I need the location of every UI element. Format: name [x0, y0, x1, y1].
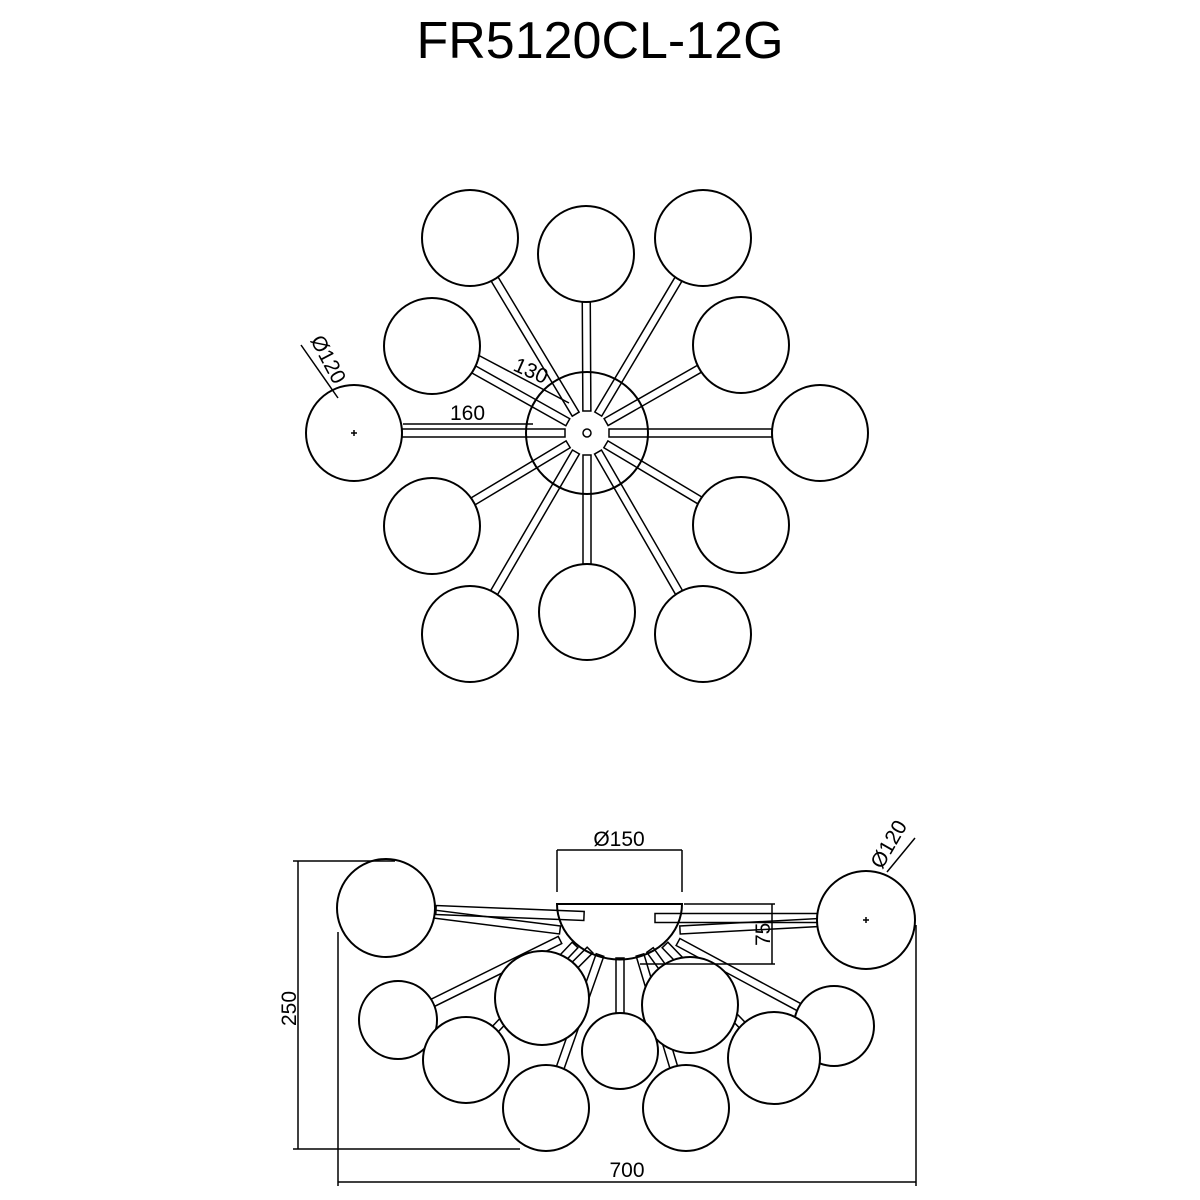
- side-arm: [429, 908, 562, 935]
- globe: [538, 563, 636, 661]
- globe: [502, 1064, 590, 1152]
- globe: [692, 476, 790, 574]
- arm-length-label: 130: [510, 354, 551, 389]
- overall-width-label: 700: [609, 1159, 644, 1182]
- globe-diameter-label: Ø120: [866, 817, 912, 873]
- globes-group: [305, 189, 869, 683]
- arm-length-dimension-line: [477, 354, 570, 404]
- top-arm: [401, 428, 566, 438]
- top-arm: [582, 454, 592, 565]
- globe: [336, 858, 436, 958]
- canopy-center-mark: [582, 428, 592, 438]
- product-title: FR5120CL-12G: [416, 12, 783, 70]
- top-arm: [603, 364, 703, 427]
- globe-diameter-leader: [886, 837, 916, 873]
- globe: [537, 205, 635, 303]
- globe: [422, 1016, 510, 1104]
- canopy-outline: [525, 371, 649, 495]
- arm-length-label-2: 160: [450, 402, 485, 425]
- globe-diameter-leader: [300, 344, 339, 399]
- canopy-height-label: 75: [752, 923, 775, 946]
- overall-height-label: 250: [278, 991, 301, 1026]
- globe: [771, 384, 869, 482]
- globe: [494, 950, 590, 1046]
- globe: [727, 1011, 821, 1105]
- globe: [654, 585, 752, 683]
- top-arm: [581, 301, 592, 412]
- globe: [641, 956, 739, 1054]
- top-arm: [489, 448, 581, 596]
- side-globes-group: [336, 858, 916, 1152]
- top-arm: [593, 449, 684, 596]
- side-arm: [435, 904, 585, 922]
- globe: [581, 1012, 659, 1090]
- canopy-diameter-label: Ø150: [593, 828, 644, 851]
- globe-diameter-label: Ø120: [306, 332, 350, 388]
- globe: [383, 297, 481, 395]
- globe: [421, 585, 519, 683]
- globe: [358, 980, 438, 1060]
- globe: [305, 384, 403, 482]
- globe: [654, 189, 752, 287]
- globe: [642, 1064, 730, 1152]
- globe: [383, 477, 481, 575]
- globe: [692, 296, 790, 394]
- arms-group: [401, 276, 773, 596]
- side-arm: [678, 917, 823, 935]
- top-arm: [608, 428, 773, 438]
- top-view: Ø120 130 160: [300, 189, 869, 683]
- top-arm: [593, 276, 683, 418]
- canopy-dome: [555, 903, 684, 961]
- side-view: Ø150 75 Ø120 250 700: [278, 817, 917, 1186]
- side-arm: [615, 957, 625, 1018]
- globe: [421, 189, 519, 287]
